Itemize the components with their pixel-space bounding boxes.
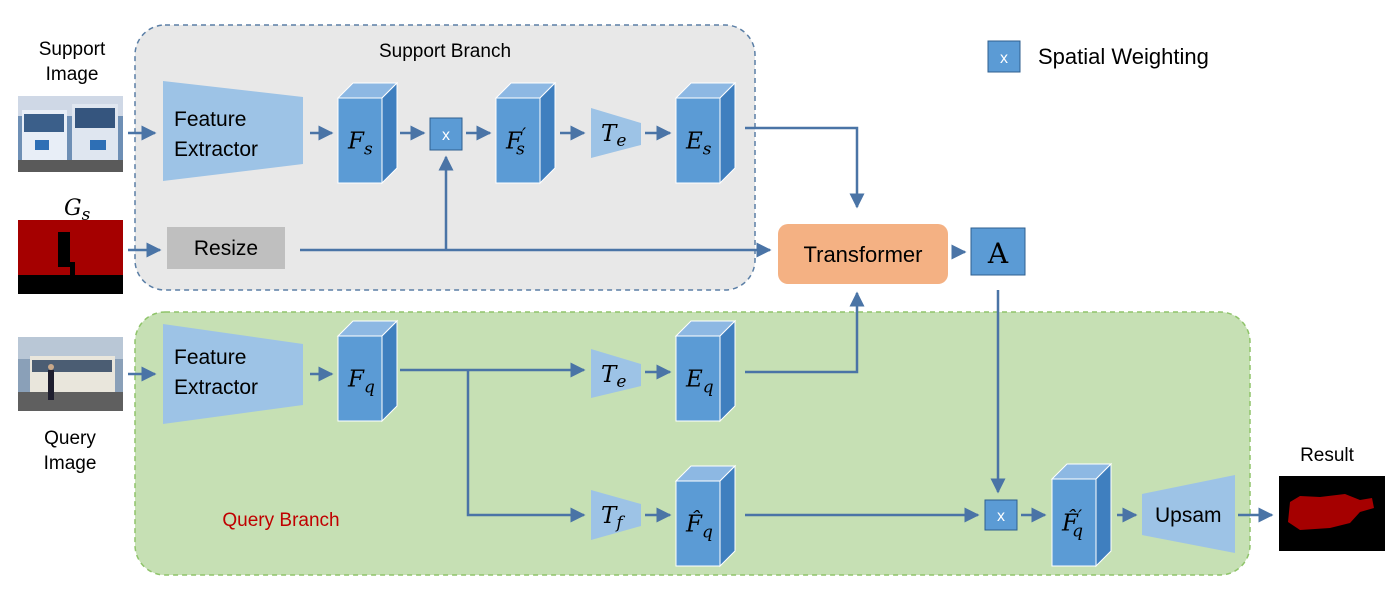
fs-block-label: Fs [347, 129, 373, 160]
resize-box [167, 227, 285, 269]
upsam-label: Upsam [1155, 504, 1222, 527]
transformer-box [778, 224, 948, 284]
fq-hat-block-label: F̂q [685, 511, 713, 542]
query-feature-extractor-label-line2: Extractor [174, 376, 258, 399]
query-image [18, 337, 123, 411]
support-image-label-line1: Support [39, 39, 106, 60]
es-block-label: Es [685, 129, 712, 160]
query-feature-extractor [163, 324, 303, 424]
query-weighting-symbol: x [997, 508, 1005, 525]
fs-prime-block-label: F′s [505, 125, 526, 160]
query-feature-extractor-label-line1: Feature [174, 346, 246, 369]
result-label: Result [1300, 445, 1355, 466]
query-te-label: Te [601, 362, 626, 392]
query-te-trapezoid [591, 349, 641, 398]
support-mask [18, 220, 123, 294]
query-image-label-line1: Query [44, 428, 96, 449]
support-image-label-line2: Image [46, 64, 99, 85]
legend: x Spatial Weighting [987, 40, 1209, 73]
connections [128, 125, 1274, 523]
fs-prime-block: F′s [494, 81, 557, 185]
support-feature-extractor-label-line2: Extractor [174, 138, 258, 161]
support-branch-title: Support Branch [379, 41, 511, 62]
result-mask [1279, 476, 1385, 551]
transformer-label: Transformer [804, 242, 923, 267]
attention-label: A [987, 237, 1009, 270]
fq-block: Fq [336, 319, 399, 423]
query-tf-label: Tf [601, 503, 625, 533]
query-branch-title: Query Branch [222, 510, 339, 531]
fq-hat-block: F̂q [674, 464, 737, 568]
query-tf-trapezoid [591, 490, 641, 540]
eq-block-label: Eq [685, 367, 714, 398]
fq-block-label: Fq [347, 367, 375, 398]
support-te-trapezoid [591, 108, 641, 158]
support-feature-extractor [163, 81, 303, 181]
attention-box [970, 227, 1026, 276]
query-weighting-box [984, 499, 1018, 531]
legend-weighting-box [987, 40, 1021, 73]
support-weighting-box [429, 117, 463, 151]
resize-label: Resize [194, 237, 258, 260]
support-te-label: Te [601, 121, 626, 151]
fq-hat-prime-block: F̂′q [1050, 462, 1113, 568]
fq-hat-prime-block-label: F̂′q [1061, 507, 1083, 542]
legend-weighting-symbol: x [1000, 50, 1008, 67]
query-image-label-line2: Image [44, 453, 97, 474]
gs-label: Gs [64, 196, 91, 225]
fs-block: Fs [336, 81, 399, 185]
support-feature-extractor-label-line1: Feature [174, 108, 246, 131]
upsam-trapezoid [1142, 475, 1235, 553]
legend-label: Spatial Weighting [1038, 44, 1209, 69]
support-weighting-symbol: x [442, 127, 450, 144]
support-image [18, 96, 123, 172]
eq-block: Eq [674, 319, 737, 423]
es-block: Es [674, 81, 737, 185]
